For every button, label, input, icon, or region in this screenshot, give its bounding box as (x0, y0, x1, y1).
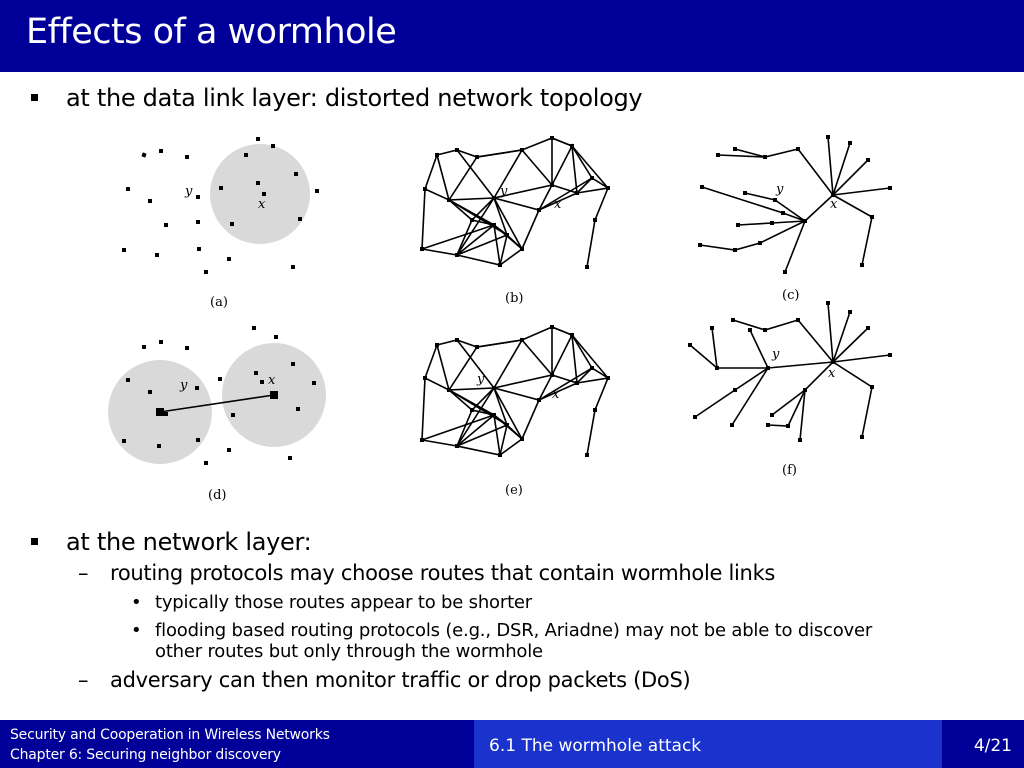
bullet-marker (31, 538, 38, 545)
panel-label-b: (b) (505, 291, 523, 306)
footer-section-label: 6.1 The wormhole attack (489, 736, 702, 756)
panel-c-nodes (698, 135, 892, 274)
wormhole-figure: y x (a) y x (b) (100, 125, 920, 515)
label-y: y (184, 184, 193, 199)
label-y-f: y (771, 347, 780, 362)
label-x-b: x (554, 197, 562, 212)
panel-e-nodes (420, 325, 610, 457)
panel-f-nodes (688, 301, 892, 442)
bullet-adversary: adversary can then monitor traffic or dr… (110, 668, 691, 692)
panel-label-e: (e) (505, 483, 523, 498)
panel-label-a: (a) (210, 295, 228, 310)
label-y-d: y (179, 378, 188, 393)
bullet-flooding-line1: flooding based routing protocols (e.g., … (155, 620, 873, 641)
panel-f (689, 302, 891, 441)
label-x-e: x (552, 387, 560, 402)
dot-marker: • (131, 620, 142, 641)
bullet-routing: routing protocols may choose routes that… (110, 561, 776, 585)
panel-label-f: (f) (782, 463, 797, 478)
label-x-c: x (830, 197, 838, 212)
bullet-marker (31, 94, 38, 101)
title-bar: Effects of a wormhole (0, 0, 1024, 72)
label-y-e: y (476, 372, 485, 387)
bullet-datalink: at the data link layer: distorted networ… (66, 84, 643, 112)
label-x-f: x (828, 366, 836, 381)
radio-range-x (210, 144, 310, 244)
panel-d: y x (d) (108, 326, 326, 503)
page-number: 4/21 (973, 736, 1012, 756)
footer-course-info: Security and Cooperation in Wireless Net… (0, 720, 474, 768)
panel-label-c: (c) (782, 288, 799, 303)
bullet-shorter: typically those routes appear to be shor… (155, 592, 533, 613)
bullet-flooding-line2: other routes but only through the wormho… (155, 641, 543, 662)
footer-page: 4/21 (942, 720, 1024, 768)
panel-e (421, 325, 610, 457)
footer-chapter: Chapter 6: Securing neighbor discovery (10, 747, 281, 763)
dash-marker: – (78, 561, 89, 585)
dot-marker: • (131, 592, 142, 613)
panel-b (421, 136, 610, 268)
bullet-network: at the network layer: (66, 528, 312, 556)
dash-marker: – (78, 668, 89, 692)
wormhole-diagrams: y x (a) y x (b) (108, 135, 892, 503)
panel-a: y x (a) (122, 137, 319, 310)
label-y-b: y (499, 184, 508, 199)
footer-section: 6.1 The wormhole attack (474, 720, 942, 768)
panel-label-d: (d) (208, 488, 226, 503)
label-x-d: x (268, 373, 276, 388)
bullet-flooding: flooding based routing protocols (e.g., … (155, 620, 872, 662)
panel-c (699, 136, 891, 273)
footer-course: Security and Cooperation in Wireless Net… (10, 727, 330, 743)
label-x: x (258, 197, 266, 212)
label-y-c: y (775, 182, 784, 197)
wormhole-link (159, 394, 275, 413)
panel-b-nodes (420, 136, 610, 269)
slide-title: Effects of a wormhole (26, 12, 397, 52)
